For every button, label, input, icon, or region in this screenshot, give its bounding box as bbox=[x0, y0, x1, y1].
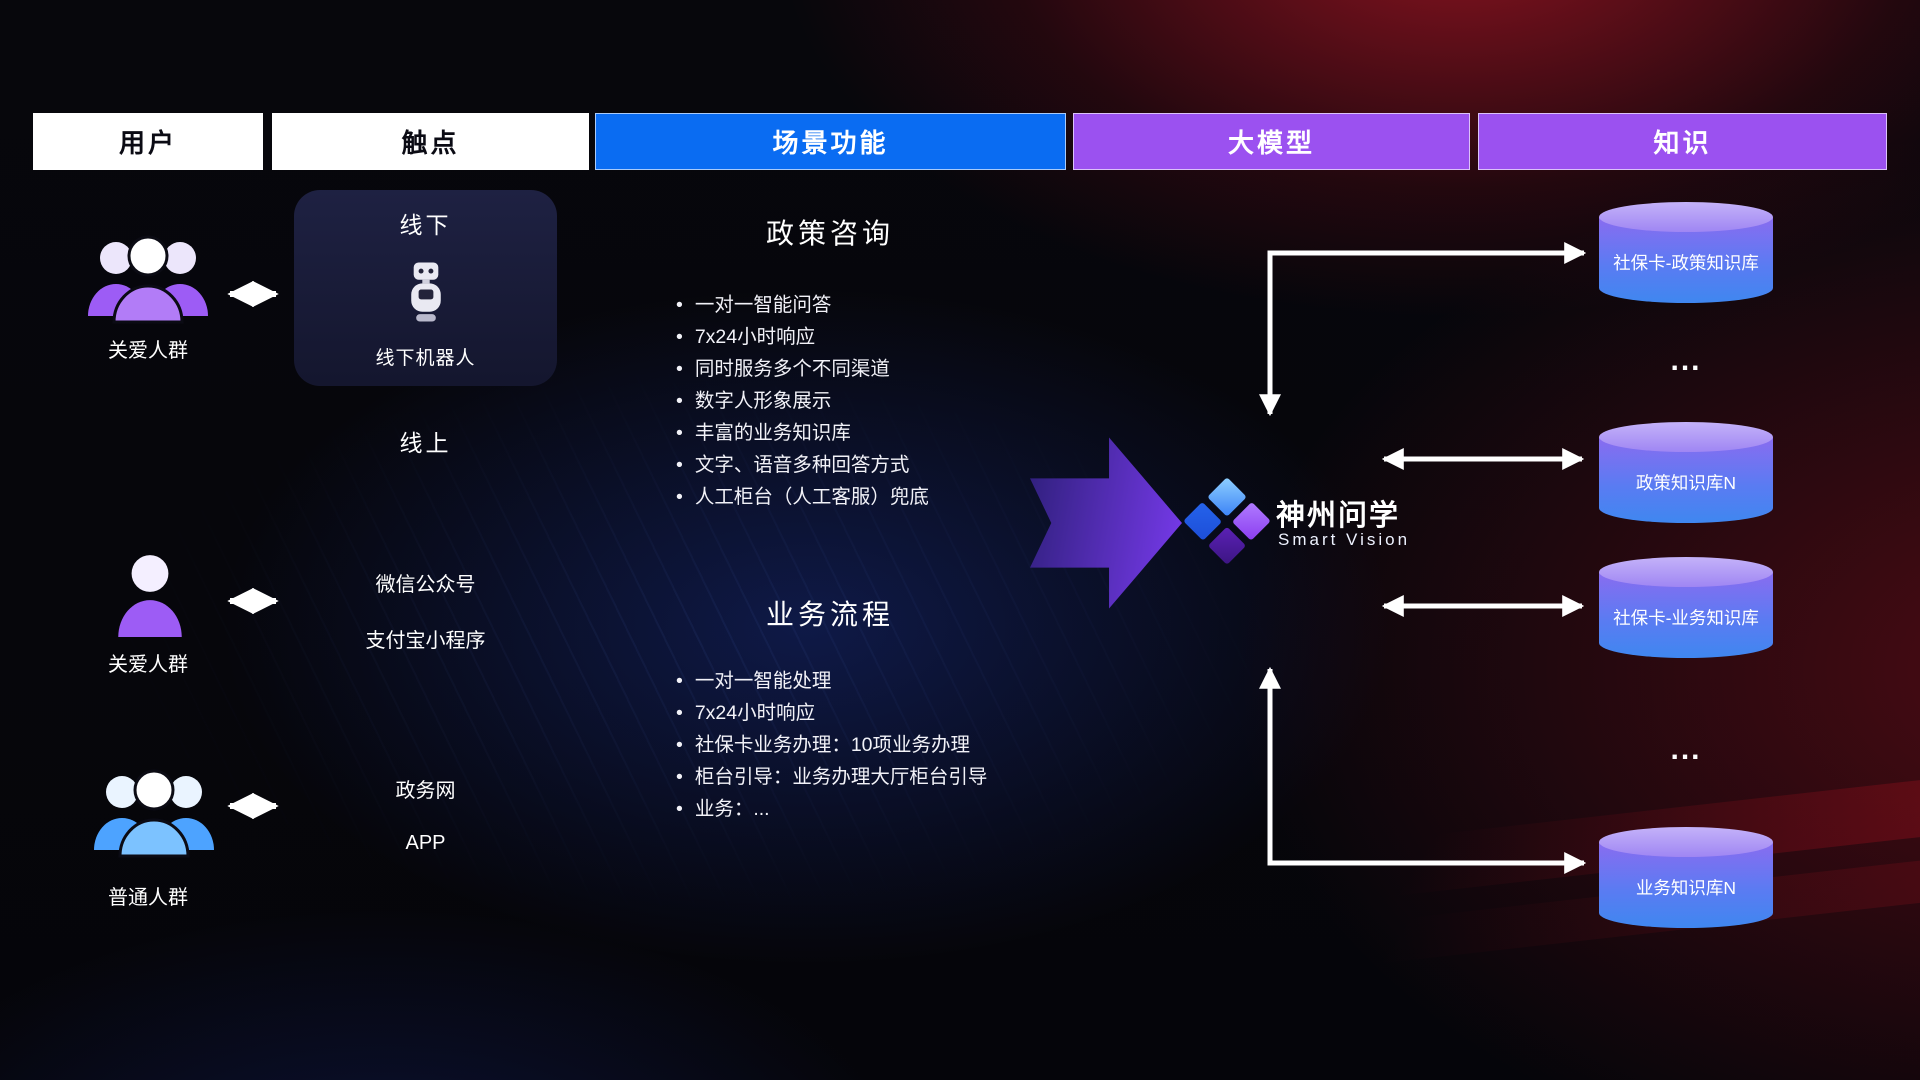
kb-cylinder-business-socialcard: 社保卡-业务知识库 bbox=[1599, 557, 1773, 669]
header-large-model: 大模型 bbox=[1073, 113, 1470, 170]
people-group-icon bbox=[94, 769, 214, 858]
header-touchpoints-label: 触点 bbox=[401, 128, 460, 158]
user-label-care-1: 关爱人群 bbox=[108, 340, 188, 362]
list-item: 同时服务多个不同渠道 bbox=[676, 353, 1136, 385]
people-group-icon bbox=[88, 235, 208, 324]
header-users-label: 用户 bbox=[118, 128, 177, 158]
header-large-model-label: 大模型 bbox=[1227, 128, 1315, 158]
list-item: 7x24小时响应 bbox=[676, 321, 1136, 353]
offline-title: 线下 bbox=[399, 212, 452, 238]
scene-title-business: 业务流程 bbox=[765, 599, 894, 630]
header-scene-functions: 场景功能 bbox=[595, 113, 1066, 170]
kb-cylinder-policy-n: 政策知识库N bbox=[1599, 422, 1773, 534]
person-icon bbox=[118, 555, 182, 637]
user-group-icon-care-1 bbox=[86, 218, 210, 329]
header-users: 用户 bbox=[33, 113, 263, 170]
cylinder-top bbox=[1599, 557, 1773, 587]
list-item: 柜台引导：业务办理大厅柜台引导 bbox=[676, 761, 1136, 793]
kb-label: 社保卡-政策知识库 bbox=[1613, 253, 1759, 274]
cylinder-top bbox=[1599, 827, 1773, 857]
list-item: 文字、语音多种回答方式 bbox=[676, 449, 1136, 481]
channel-alipay: 支付宝小程序 bbox=[365, 630, 486, 652]
cylinder-top bbox=[1599, 422, 1773, 452]
business-feature-list: 一对一智能处理 7x24小时响应 社保卡业务办理：10项业务办理 柜台引导：业务… bbox=[676, 665, 1136, 825]
online-title: 线上 bbox=[399, 430, 452, 456]
cylinder-top bbox=[1599, 202, 1773, 232]
header-knowledge: 知识 bbox=[1478, 113, 1887, 170]
list-item: 人工柜台（人工客服）兜底 bbox=[676, 481, 1136, 513]
channel-app: APP bbox=[405, 832, 446, 854]
policy-feature-list: 一对一智能问答 7x24小时响应 同时服务多个不同渠道 数字人形象展示 丰富的业… bbox=[676, 289, 1136, 513]
brand-subtitle: Smart Vision bbox=[1278, 530, 1411, 549]
list-item: 业务：... bbox=[676, 793, 1136, 825]
list-item: 丰富的业务知识库 bbox=[676, 417, 1136, 449]
user-group-icon-general bbox=[92, 752, 216, 863]
kb-ellipsis-1: ... bbox=[1670, 344, 1702, 377]
kb-label: 社保卡-业务知识库 bbox=[1613, 608, 1759, 629]
kb-label: 政策知识库N bbox=[1635, 473, 1737, 494]
header-scene-functions-label: 场景功能 bbox=[772, 128, 889, 158]
header-knowledge-label: 知识 bbox=[1653, 128, 1712, 158]
scene-title-policy: 政策咨询 bbox=[765, 218, 894, 249]
kb-label: 业务知识库N bbox=[1635, 878, 1737, 899]
list-item: 一对一智能处理 bbox=[676, 665, 1136, 697]
robot-icon bbox=[410, 261, 441, 322]
channel-wechat: 微信公众号 bbox=[375, 574, 476, 596]
offline-touchpoint-card: 线下 线下机器人 bbox=[294, 190, 557, 386]
user-single-icon-care-2 bbox=[116, 551, 184, 644]
header-touchpoints: 触点 bbox=[272, 113, 589, 170]
offline-robot-label: 线下机器人 bbox=[375, 348, 476, 369]
kb-cylinder-business-n: 业务知识库N bbox=[1599, 827, 1773, 939]
list-item: 数字人形象展示 bbox=[676, 385, 1136, 417]
kb-ellipsis-2: ... bbox=[1670, 733, 1702, 766]
list-item: 一对一智能问答 bbox=[676, 289, 1136, 321]
list-item: 社保卡业务办理：10项业务办理 bbox=[676, 729, 1136, 761]
user-label-general: 普通人群 bbox=[108, 887, 188, 909]
kb-cylinder-policy-socialcard: 社保卡-政策知识库 bbox=[1599, 202, 1773, 314]
channel-gov-web: 政务网 bbox=[395, 780, 456, 802]
brand-name: 神州问学 bbox=[1276, 500, 1401, 532]
list-item: 7x24小时响应 bbox=[676, 697, 1136, 729]
user-label-care-2: 关爱人群 bbox=[108, 654, 188, 676]
